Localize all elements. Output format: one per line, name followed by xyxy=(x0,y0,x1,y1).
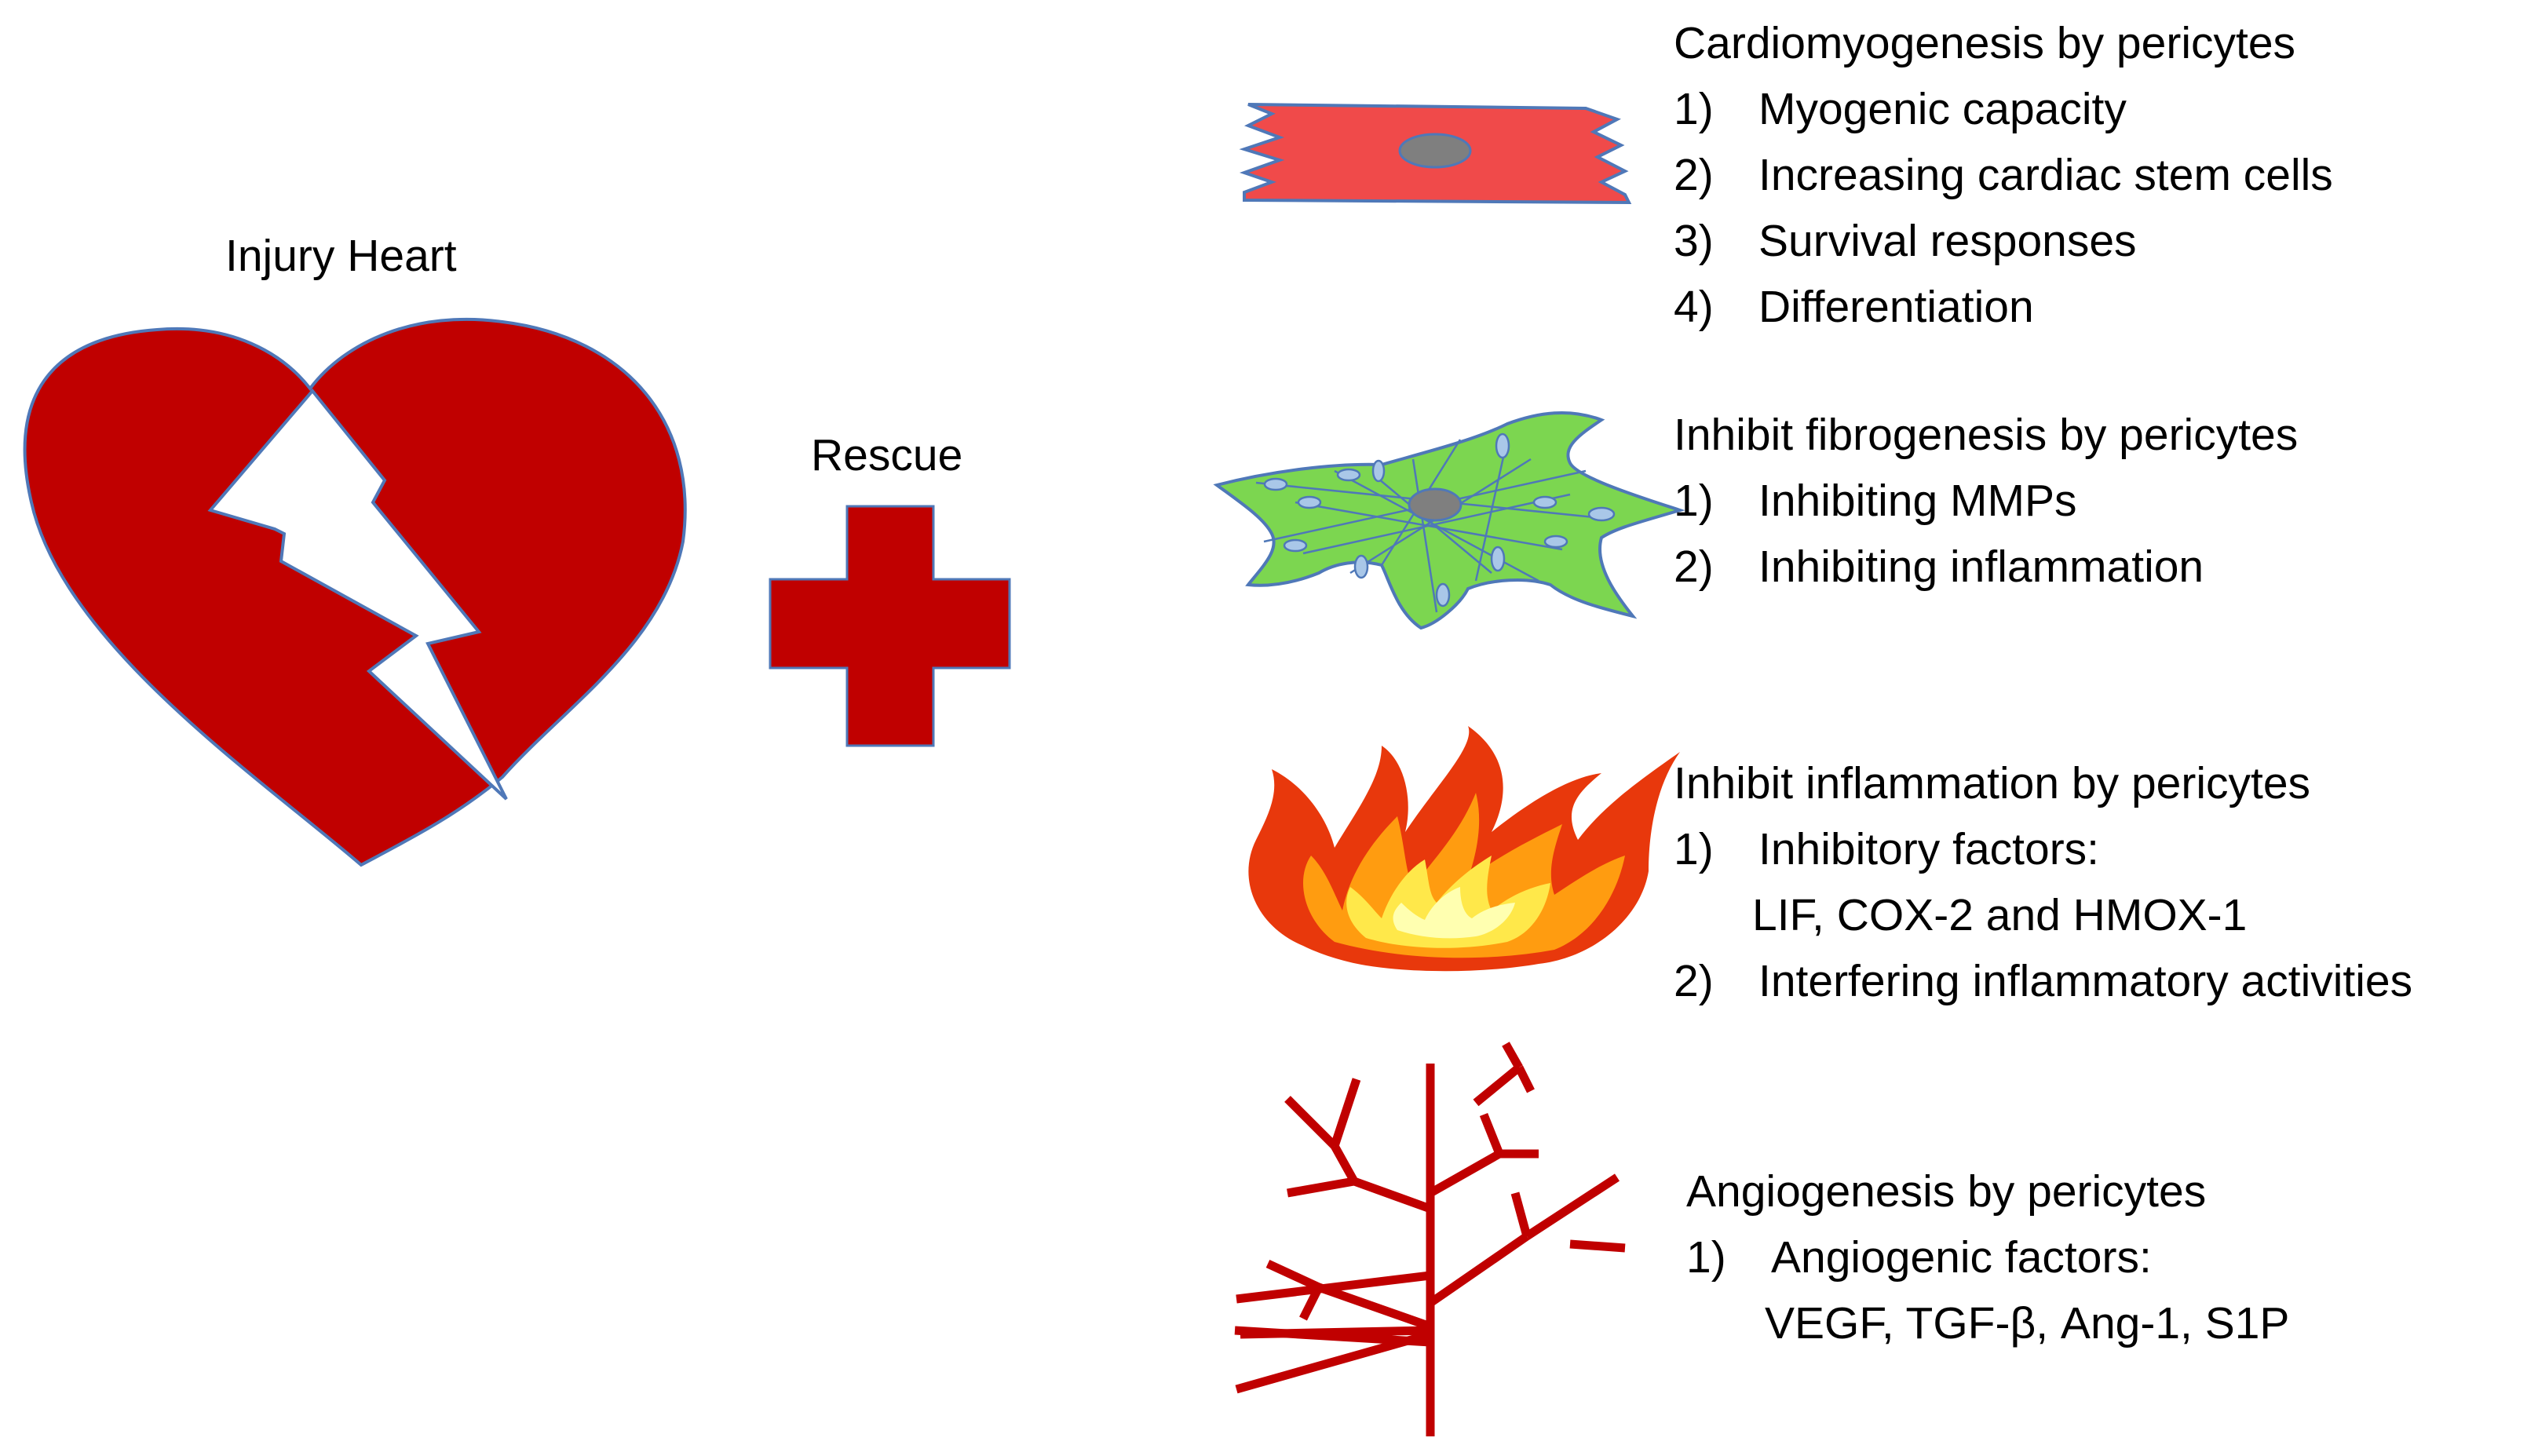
broken-heart-icon xyxy=(23,317,687,867)
section-title: Angiogenesis by pericytes xyxy=(1686,1166,2207,1217)
section-cardiomyogenesis: Cardiomyogenesis by pericytes 1) Myogeni… xyxy=(1674,18,2333,351)
injury-heart-label: Injury Heart xyxy=(225,231,457,281)
section-angiogenesis: Angiogenesis by pericytes 1) Angiogenic … xyxy=(1686,1166,2289,1367)
list-item: 1) Myogenic capacity xyxy=(1674,87,2295,153)
flame-icon xyxy=(1248,726,1680,972)
item-text: Angiogenic factors: xyxy=(1771,1232,2152,1283)
list-item: 2) Inhibiting inflammation xyxy=(1674,545,2298,611)
item-text: Differentiation xyxy=(1758,282,2034,332)
fibroblast-nucleus xyxy=(1408,487,1463,522)
medical-cross-icon xyxy=(769,505,1011,747)
list-item: 1) Inhibitory factors: xyxy=(1674,827,2310,893)
flame-core xyxy=(1393,887,1515,939)
item-text: Inhibiting inflammation xyxy=(1758,542,2204,592)
item-subtext-value: VEGF, TGF-β, Ang-1, S1P xyxy=(1765,1298,2290,1348)
item-text: Survival responses xyxy=(1758,216,2137,266)
nucleus xyxy=(1398,133,1472,169)
item-text: Inhibitory factors: xyxy=(1758,824,2100,874)
item-number: 2) xyxy=(1674,542,1714,592)
item-number: 2) xyxy=(1674,150,1714,200)
cardiomyocyte-icon xyxy=(1239,103,1632,205)
item-subtext: LIF, COX-2 and HMOX-1 xyxy=(1674,893,2310,959)
section-title: Inhibit fibrogenesis by pericytes xyxy=(1674,410,2299,460)
section-title: Inhibit inflammation by pericytes xyxy=(1674,758,2311,808)
section-inflammation: Inhibit inflammation by pericytes 1) Inh… xyxy=(1674,758,2412,1025)
section-fibrogenesis: Inhibit fibrogenesis by pericytes 1) Inh… xyxy=(1674,413,2298,611)
item-text: Increasing cardiac stem cells xyxy=(1758,150,2333,200)
fibroblast-icon xyxy=(1213,411,1685,630)
list-item: 1) Angiogenic factors: xyxy=(1686,1235,2206,1301)
list-item: 1) Inhibiting MMPs xyxy=(1674,479,2298,545)
list-item: 2) Interfering inflammatory activities xyxy=(1674,956,2412,1025)
list-item: 2) Increasing cardiac stem cells xyxy=(1674,150,2333,219)
list-item: 4) Differentiation xyxy=(1674,285,2295,351)
section-title: Cardiomyogenesis by pericytes xyxy=(1674,18,2296,68)
item-number: 1) xyxy=(1674,824,1714,874)
item-text: Inhibiting MMPs xyxy=(1758,476,2077,526)
item-number: 1) xyxy=(1686,1232,1726,1283)
item-number: 3) xyxy=(1674,216,1714,266)
item-subtext: VEGF, TGF-β, Ang-1, S1P xyxy=(1686,1301,2289,1367)
list-item: 3) Survival responses xyxy=(1674,219,2295,285)
blood-vessel-icon xyxy=(1234,1042,1626,1436)
item-number: 2) xyxy=(1674,956,1714,1006)
item-number: 4) xyxy=(1674,282,1714,332)
fibroblast-spots xyxy=(1263,432,1616,608)
item-subtext-value: LIF, COX-2 and HMOX-1 xyxy=(1752,890,2248,940)
rescue-label: Rescue xyxy=(811,430,963,480)
item-text: Interfering inflammatory activities xyxy=(1758,956,2413,1006)
item-number: 1) xyxy=(1674,84,1714,134)
item-text: Myogenic capacity xyxy=(1758,84,2127,134)
item-number: 1) xyxy=(1674,476,1714,526)
lightning-icon xyxy=(207,388,508,801)
